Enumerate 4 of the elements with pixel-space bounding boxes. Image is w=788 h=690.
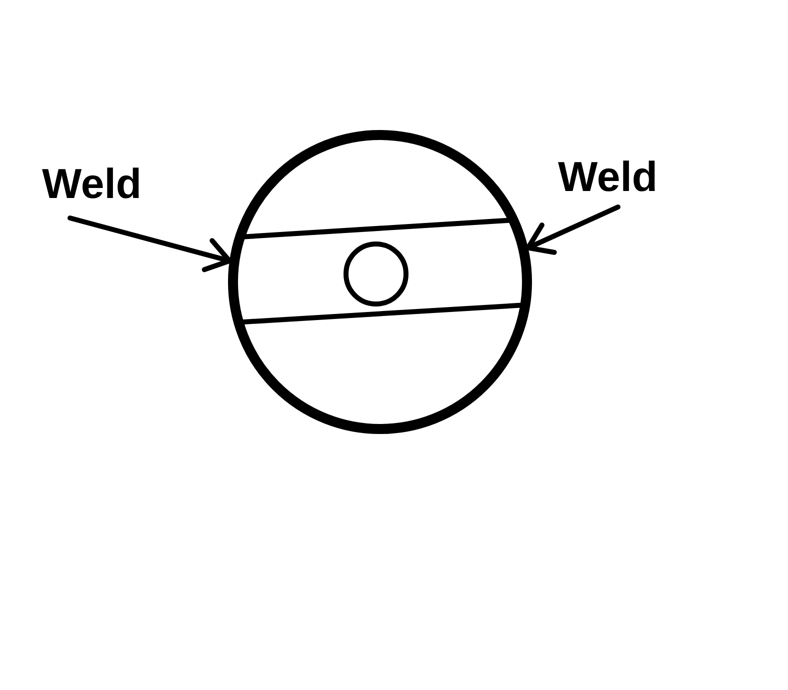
leader-arrow — [68, 216, 232, 272]
weld-label: Weld — [558, 156, 659, 198]
weld-label: Weld — [42, 163, 143, 205]
leader-arrow — [526, 204, 620, 255]
